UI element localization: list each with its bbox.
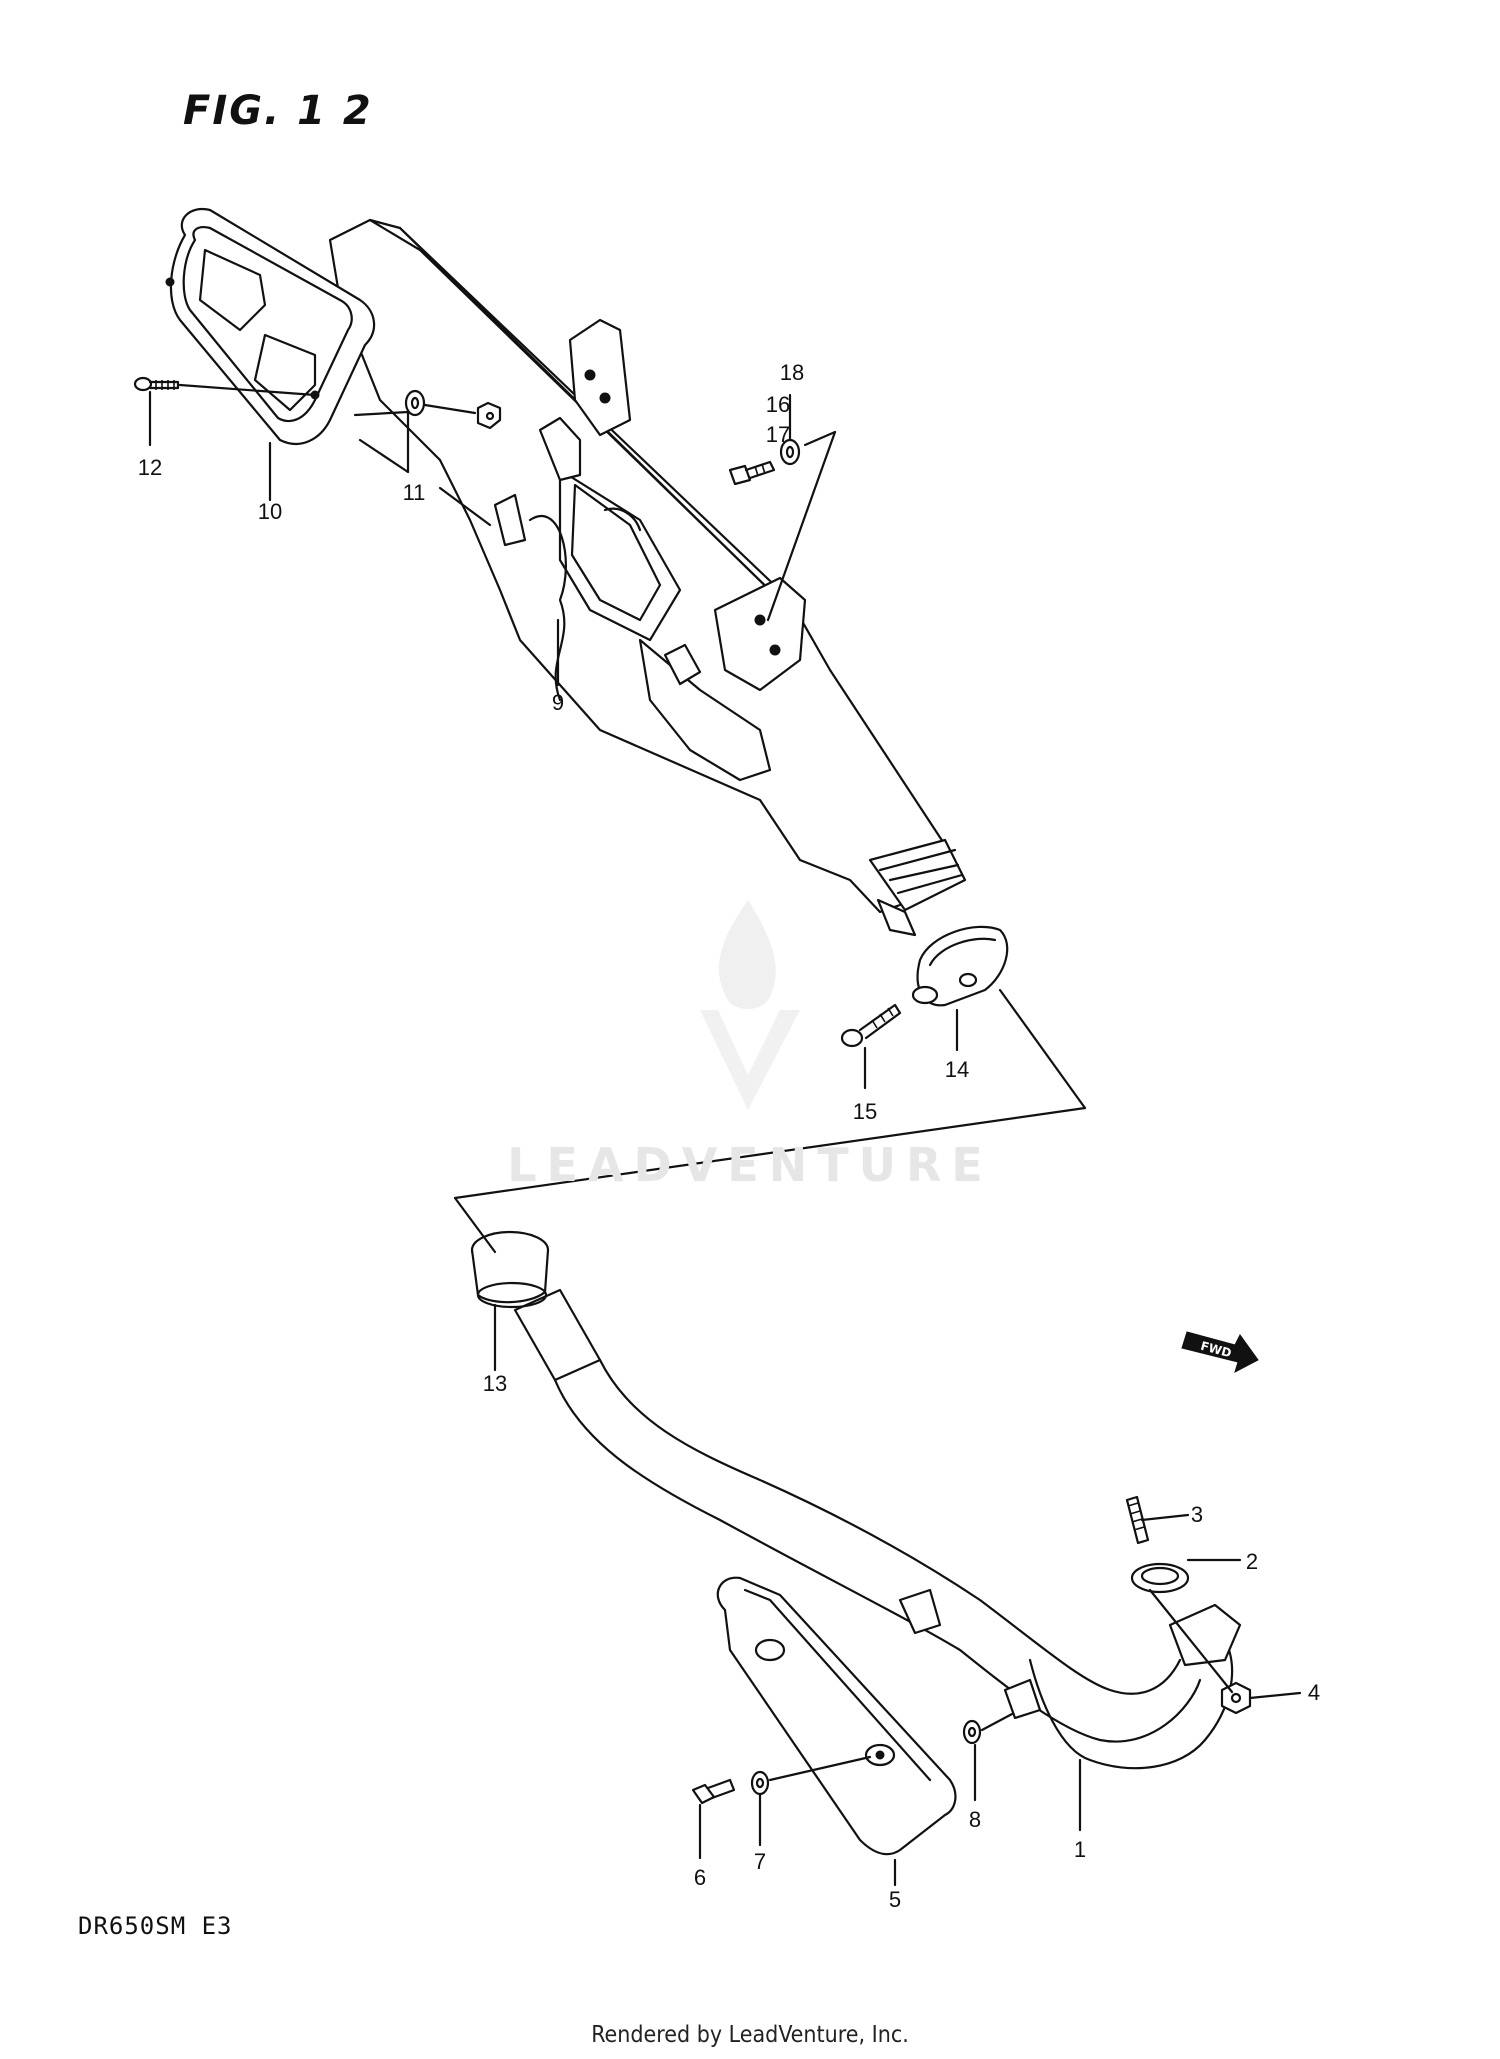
render-credit-footer: Rendered by LeadVenture, Inc.	[591, 2022, 909, 2048]
watermark-logo	[700, 900, 800, 1110]
callout-18[interactable]: 18	[779, 360, 805, 385]
muffler-9	[328, 218, 967, 937]
callout-8[interactable]: 8	[968, 1807, 982, 1832]
callout-16[interactable]: 16	[765, 392, 791, 417]
callout-6[interactable]: 6	[693, 1865, 707, 1890]
callout-15[interactable]: 15	[852, 1099, 878, 1124]
exhaust-pipe-cover-5	[716, 1576, 957, 1856]
gasket-2	[1130, 1562, 1190, 1594]
callout-1[interactable]: 1	[1073, 1837, 1087, 1862]
svg-text:FWD: FWD	[1199, 1339, 1233, 1361]
model-code: DR650SM E3	[78, 1912, 233, 1940]
callout-9[interactable]: 9	[551, 690, 565, 715]
leader-lines	[148, 383, 1302, 1887]
bolt-12	[133, 376, 180, 392]
washer-11	[404, 389, 426, 417]
washer-8	[962, 1719, 982, 1745]
watermark-text: LEADVENTURE	[507, 1138, 993, 1192]
callout-11[interactable]: 11	[402, 480, 426, 505]
connector-13	[470, 1230, 550, 1309]
bolt-16-17	[728, 460, 776, 486]
forward-direction-arrow-icon: FWD	[1181, 1331, 1259, 1373]
callout-7[interactable]: 7	[753, 1849, 767, 1874]
callout-4[interactable]: 4	[1307, 1680, 1321, 1705]
callout-3[interactable]: 3	[1190, 1502, 1204, 1527]
nut-4	[1220, 1681, 1252, 1715]
nut-11	[476, 401, 502, 430]
bolt-6	[691, 1778, 736, 1805]
callout-14[interactable]: 14	[944, 1057, 970, 1082]
callout-13[interactable]: 13	[482, 1371, 508, 1396]
bolt-15	[840, 1003, 902, 1048]
callout-12[interactable]: 12	[137, 455, 163, 480]
clamp-14	[911, 925, 1009, 1007]
washer-7	[750, 1770, 770, 1796]
callout-17[interactable]: 17	[765, 422, 791, 447]
callout-5[interactable]: 5	[888, 1887, 902, 1912]
figure-title: FIG. 1 2	[183, 88, 373, 134]
exhaust-pipe-1	[513, 1288, 1242, 1770]
callout-2[interactable]: 2	[1245, 1549, 1259, 1574]
stud-3	[1125, 1495, 1150, 1545]
callout-10[interactable]: 10	[257, 499, 283, 524]
